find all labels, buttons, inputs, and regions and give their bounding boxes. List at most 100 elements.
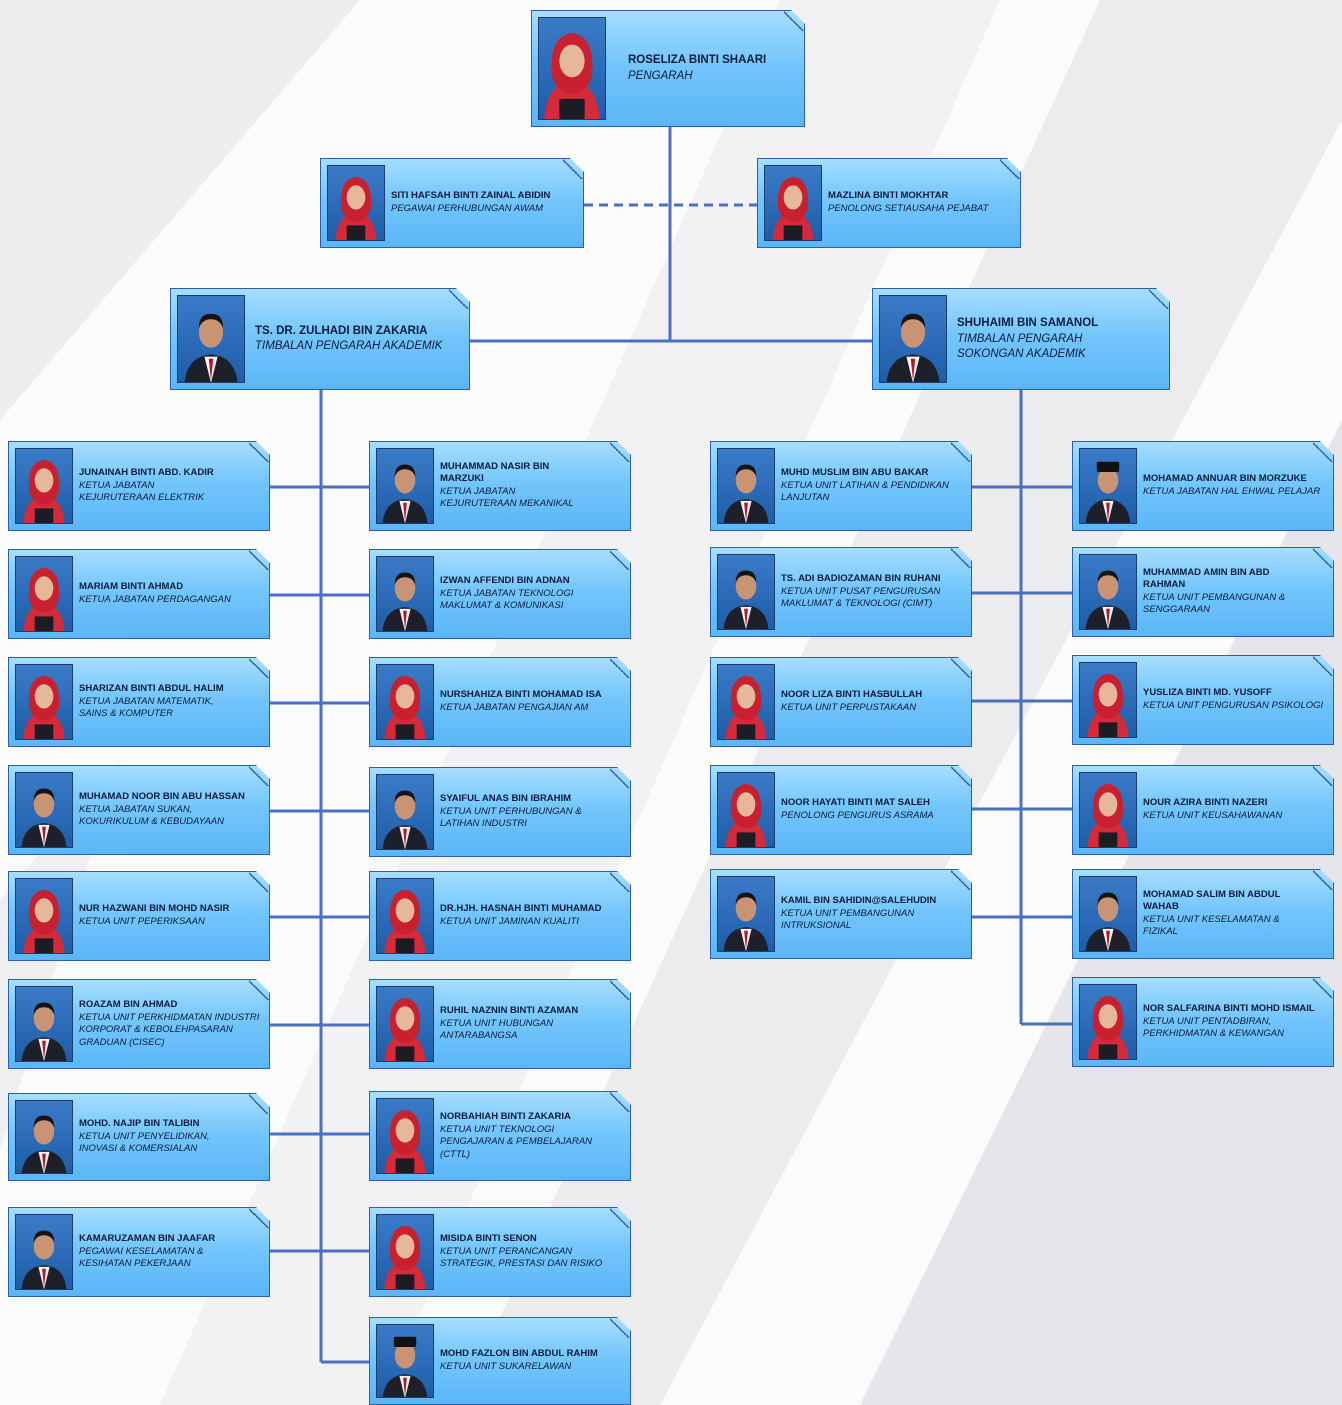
member-name: KAMARUZAMAN BIN JAAFAR xyxy=(79,1233,216,1245)
director-card[interactable]: ROSELIZA BINTI SHAARI PENGARAH xyxy=(531,10,805,127)
person-silhouette-icon xyxy=(377,557,433,631)
deputy-card-academic[interactable]: TS. DR. ZULHADI BIN ZAKARIA TIMBALAN PEN… xyxy=(170,288,470,390)
person-silhouette-icon xyxy=(765,166,821,240)
director-name: ROSELIZA BINTI SHAARI xyxy=(628,54,767,67)
member-position: KETUA UNIT PERHUBUNGAN & LATIHAN INDUSTR… xyxy=(440,806,582,830)
photo-ar-1 xyxy=(376,556,434,632)
photo-ar-0 xyxy=(376,448,434,524)
deputy-position: TIMBALAN PENGARAH SOKONGAN AKADEMIK xyxy=(957,332,1086,360)
member-name: JUNAINAH BINTI ABD. KADIR xyxy=(79,467,214,479)
photo-al-5 xyxy=(15,986,73,1062)
person-silhouette-icon xyxy=(16,557,72,631)
member-name: MUHAMAD NOOR BIN ABU HASSAN xyxy=(79,791,245,803)
member-name: MOHD. NAJIP BIN TALIBIN xyxy=(79,1118,200,1130)
photo-ar-2 xyxy=(376,664,434,740)
photo-al-0 xyxy=(15,448,73,524)
member-position: KETUA UNIT PENTADBIRAN, PERKHIDMATAN & K… xyxy=(1143,1016,1284,1040)
photo-staff-1 xyxy=(764,165,822,241)
person-silhouette-icon xyxy=(880,296,946,382)
deputy-name: TS. DR. ZULHADI BIN ZAKARIA xyxy=(255,324,428,337)
member-name: SYAIFUL ANAS BIN IBRAHIM xyxy=(440,793,572,805)
photo-sl-1 xyxy=(717,554,775,630)
member-position: KETUA JABATAN TEKNOLOGI MAKLUMAT & KOMUN… xyxy=(440,588,574,612)
person-silhouette-icon xyxy=(718,449,774,523)
member-position: KETUA JABATAN SUKAN, KOKURIKULUM & KEBUD… xyxy=(79,804,225,828)
member-name: RUHIL NAZNIN BINTI AZAMAN xyxy=(440,1005,579,1017)
member-position: KETUA UNIT PEMBANGUNAN & SENGGARAAN xyxy=(1143,592,1286,616)
member-position: KETUA UNIT PENGURUSAN PSIKOLOGI xyxy=(1143,700,1324,712)
person-silhouette-icon xyxy=(178,296,244,382)
deputy-card-support[interactable]: SHUHAIMI BIN SAMANOL TIMBALAN PENGARAH S… xyxy=(872,288,1170,390)
photo-director xyxy=(538,17,606,120)
staff-name: SITI HAFSAH BINTI ZAINAL ABIDIN xyxy=(391,190,551,202)
photo-sl-0 xyxy=(717,448,775,524)
staff-card-public-relations[interactable]: SITI HAFSAH BINTI ZAINAL ABIDIN PEGAWAI … xyxy=(320,158,584,248)
member-position: KETUA UNIT HUBUNGAN ANTARABANGSA xyxy=(440,1018,554,1042)
photo-deputy-1 xyxy=(879,295,947,383)
member-position: KETUA UNIT KESELAMATAN & FIZIKAL xyxy=(1143,914,1280,938)
member-position: KETUA JABATAN KEJURUTERAAN ELEKTRIK xyxy=(79,480,205,504)
photo-ar-3 xyxy=(376,774,434,850)
person-silhouette-icon xyxy=(328,166,384,240)
photo-sr-1 xyxy=(1079,554,1137,630)
person-silhouette-icon xyxy=(16,1101,72,1173)
person-silhouette-icon xyxy=(718,555,774,629)
member-name: NURSHAHIZA BINTI MOHAMAD ISA xyxy=(440,689,602,701)
photo-sr-5 xyxy=(1079,984,1137,1060)
photo-sr-4 xyxy=(1079,876,1137,952)
person-silhouette-icon xyxy=(1080,449,1136,523)
member-name: MUHD MUSLIM BIN ABU BAKAR xyxy=(781,467,929,479)
person-silhouette-icon xyxy=(377,1215,433,1289)
member-name: ROAZAM BIN AHMAD xyxy=(79,999,178,1011)
person-silhouette-icon xyxy=(16,665,72,739)
member-position: KETUA UNIT JAMINAN KUALITI xyxy=(440,916,579,928)
person-silhouette-icon xyxy=(1080,555,1136,629)
photo-ar-7 xyxy=(376,1214,434,1290)
member-name: IZWAN AFFENDI BIN ADNAN xyxy=(440,575,570,587)
deputy-name: SHUHAIMI BIN SAMANOL xyxy=(957,317,1099,330)
photo-staff-0 xyxy=(327,165,385,241)
member-name: MUHAMMAD AMIN BIN ABD RAHMAN xyxy=(1143,567,1270,591)
person-silhouette-icon xyxy=(377,1099,433,1173)
member-name: NUR HAZWANI BIN MOHD NASIR xyxy=(79,903,230,915)
photo-sr-0 xyxy=(1079,448,1137,524)
member-position: KETUA UNIT TEKNOLOGI PENGAJARAN & PEMBEL… xyxy=(440,1123,593,1160)
staff-card-secretary[interactable]: MAZLINA BINTI MOKHTAR PENOLONG SETIAUSAH… xyxy=(757,158,1021,248)
member-position: KETUA UNIT PERPUSTAKAAN xyxy=(781,702,917,714)
member-name: DR.HJH. HASNAH BINTI MUHAMAD xyxy=(440,903,602,915)
person-silhouette-icon xyxy=(539,18,605,119)
photo-ar-4 xyxy=(376,878,434,954)
member-position: KETUA JABATAN PERDAGANGAN xyxy=(79,594,231,606)
person-silhouette-icon xyxy=(1080,877,1136,951)
photo-al-7 xyxy=(15,1214,73,1290)
